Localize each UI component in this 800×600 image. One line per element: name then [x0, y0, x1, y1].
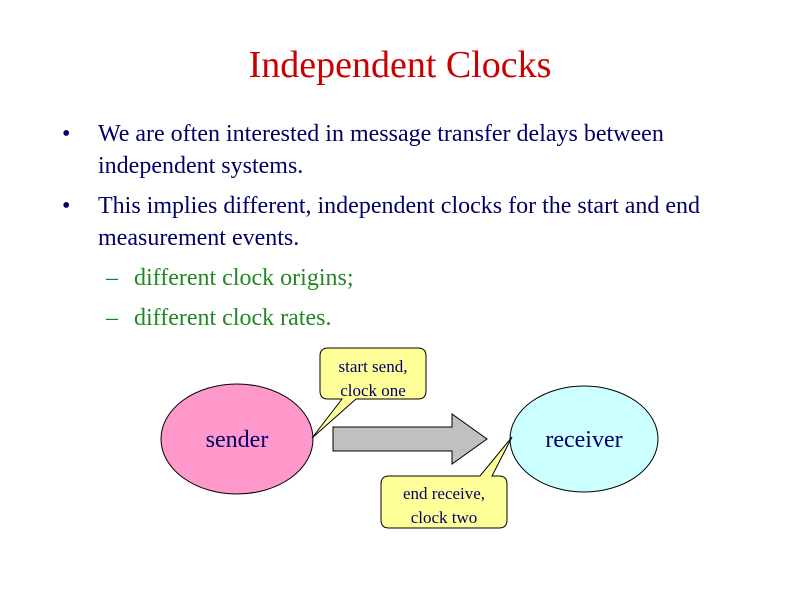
callout-end-line1: end receive, [403, 484, 485, 503]
sender-node [160, 383, 314, 495]
transfer-arrow [332, 413, 488, 465]
dash-glyph: – [106, 265, 118, 291]
dash-glyph: – [106, 305, 118, 331]
bullet-item: • We are often interested in message tra… [60, 118, 760, 182]
receiver-label: receiver [545, 427, 622, 453]
bullet-text: This implies different, independent cloc… [98, 193, 701, 251]
callout-end-line2: clock two [411, 508, 478, 527]
callout-end-receive [380, 436, 513, 529]
bullet-text: We are often interested in message trans… [98, 121, 664, 179]
bullet-list: • We are often interested in message tra… [60, 118, 760, 342]
slide-title: Independent Clocks [248, 44, 552, 86]
sub-bullet-text: different clock rates. [134, 305, 332, 331]
sender-label: sender [206, 427, 269, 453]
sub-bullet-text: different clock origins; [134, 265, 354, 291]
callout-start-send [311, 347, 427, 439]
sub-bullet-item: – different clock origins; [60, 262, 760, 294]
bullet-item: • This implies different, independent cl… [60, 190, 760, 254]
callout-start-line1: start send, [339, 357, 408, 376]
sub-bullet-item: – different clock rates. [60, 302, 760, 334]
bullet-glyph: • [62, 193, 71, 219]
bullet-glyph: • [62, 121, 71, 147]
callout-start-line2: clock one [340, 381, 406, 400]
